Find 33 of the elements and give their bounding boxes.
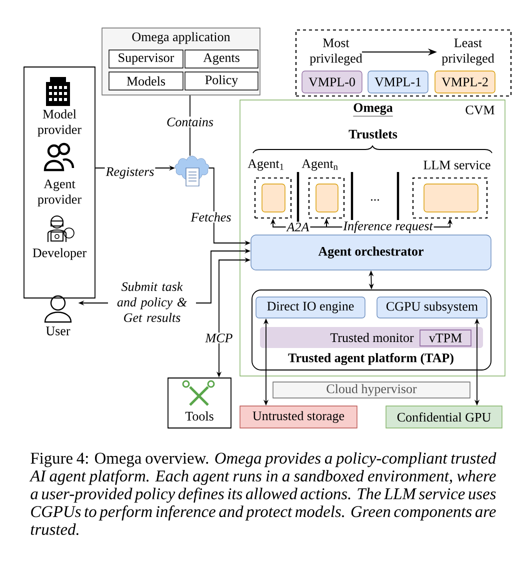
orchestrator-box: Agent orchestrator <box>250 234 492 270</box>
edge-label: Contains <box>166 116 214 128</box>
edge-label: A2A <box>286 222 310 232</box>
privilege-level-box: VMPL-2 <box>434 70 496 94</box>
vtpm-box: vTPM <box>420 330 472 346</box>
sandbox-box <box>424 184 478 212</box>
privilege-level-box: VMPL-1 <box>368 70 428 94</box>
engine-box: Direct IO engine <box>256 296 366 318</box>
sandbox-box <box>316 184 338 212</box>
component-box: Supervisor <box>108 50 184 68</box>
node-label: Agent$_{1}$ <box>248 159 284 171</box>
edge-label: Submit task and policy & Get results <box>108 280 196 324</box>
subsystem-box: CGPU subsystem <box>376 296 488 318</box>
edge-label: MCP <box>204 332 234 344</box>
sandbox-box <box>262 184 286 212</box>
component-box: Policy <box>184 72 258 90</box>
hypervisor-box: Cloud hypervisor <box>272 382 470 398</box>
node-label: Agent$_{n}$ <box>302 159 338 171</box>
provider-box: Model provider Agent provider Developer <box>24 66 96 298</box>
node-label: User <box>46 326 70 336</box>
component-box: Agents <box>184 50 258 68</box>
figure-caption: Figure 4: Omega overview. Omega provides a policy-compliant trusted AI agent platform. Each agent runs in a sandboxed environment, where a user-provided policy defines its allowed actions. The LLM service uses CGPUs to perform inference and protect models. Green components are trusted. <box>29 452 496 536</box>
cloud-document-icon <box>174 156 210 186</box>
edge-label: Registers <box>104 166 156 180</box>
privilege-level-box: VMPL-0 <box>302 70 362 94</box>
component-box: Models <box>108 72 184 90</box>
edge-label: Inference request <box>342 220 434 234</box>
edge-label: Fetches <box>190 211 232 223</box>
storage-box: Untrusted storage <box>240 406 358 428</box>
node-label: LLM service <box>424 160 490 170</box>
ellipsis: ... <box>370 199 380 201</box>
tools-box: Tools <box>168 378 232 428</box>
gpu-box: Confidential GPU <box>386 406 502 428</box>
